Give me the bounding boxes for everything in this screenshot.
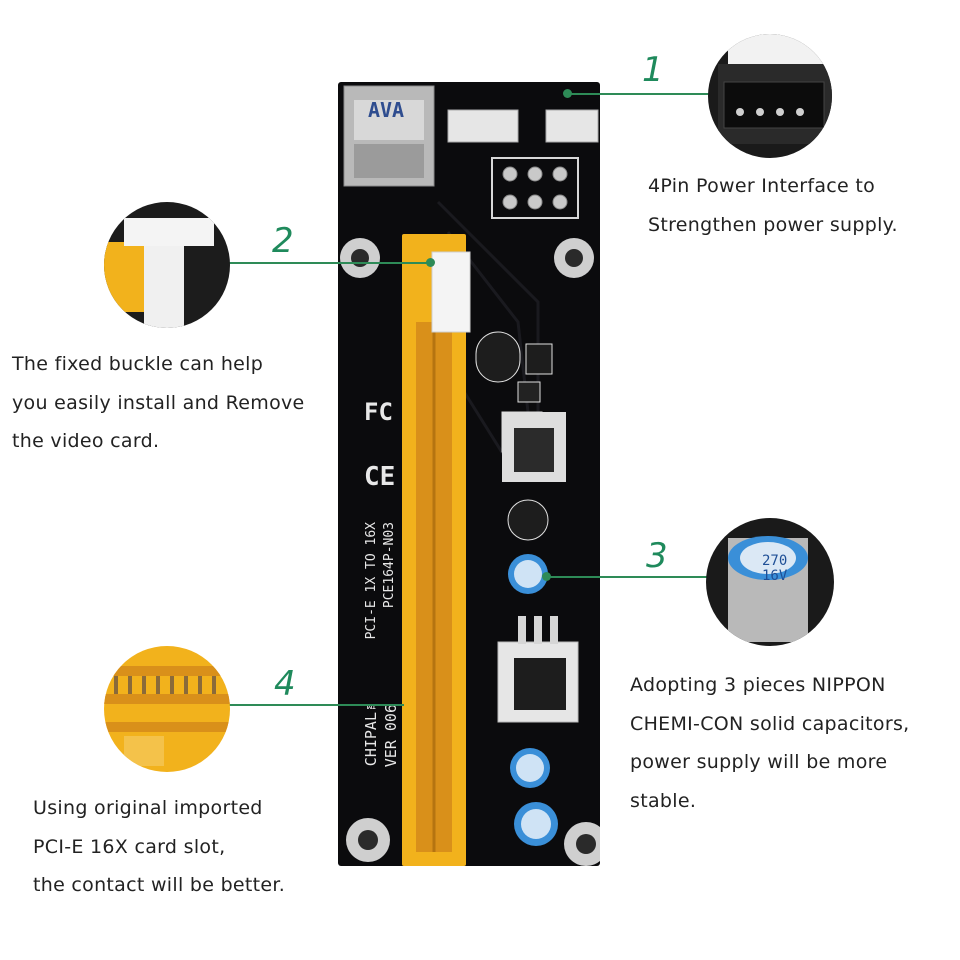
six-pin-header	[491, 157, 579, 219]
model-line-1: PCI-E 1X TO 16X	[364, 522, 379, 640]
capacitor-c9	[508, 554, 548, 594]
callout-3-line-3: power supply will be more	[630, 751, 888, 773]
callout-2-number: 2	[272, 221, 294, 261]
model-line-2: PCE164P-N03	[382, 522, 397, 609]
callout-4-number: 4	[274, 664, 296, 704]
callout-2-line	[228, 262, 430, 264]
mount-hole-top-left	[340, 238, 380, 278]
usb-logo: AVA	[367, 98, 405, 122]
callout-1-line	[568, 93, 710, 95]
riser-board: AVA FC CE PCI-E 1X TO 16X PCE164P-N03 CH…	[338, 82, 608, 866]
callout-4-line-1: Using original imported	[33, 797, 263, 819]
callout-4-zoom-image	[104, 646, 230, 772]
callout-2-line-2: you easily install and Remove	[12, 391, 305, 414]
callout-2-zoom-image	[104, 202, 230, 328]
capacitor-c8	[510, 748, 550, 788]
callout-2-line-1: The fixed buckle can help	[12, 353, 264, 375]
mount-hole-bottom-right	[564, 822, 608, 866]
pcie-16x-slot	[402, 234, 466, 866]
callout-4-line-2: PCI-E 16X card slot,	[33, 835, 226, 858]
callout-2-line-3: the video card.	[12, 430, 160, 452]
callout-3-line-2: CHEMI-CON solid capacitors,	[630, 712, 910, 735]
callout-1-line-1: 4Pin Power Interface to	[648, 175, 876, 197]
callout-1-zoom-image	[708, 34, 832, 158]
callout-3-line-1: Adopting 3 pieces NIPPON	[630, 674, 886, 696]
callout-2-dot	[426, 258, 435, 267]
capacitor-bottom	[514, 802, 558, 846]
callout-3-number: 3	[646, 536, 668, 576]
callout-4-caption: Using original imported PCI-E 16X card s…	[33, 789, 285, 905]
callout-4-line-3: the contact will be better.	[33, 874, 286, 896]
molex-pads	[447, 109, 519, 143]
callout-1-dot	[563, 89, 572, 98]
mount-hole-bottom-left	[346, 818, 390, 862]
callout-1-caption: 4Pin Power Interface to Strengthen power…	[648, 167, 898, 244]
callout-3-zoom-image: 270 16V	[706, 518, 834, 646]
riser-board-graphic	[340, 85, 608, 866]
version-mark: VER 006	[382, 704, 400, 768]
capacitor-marking-line1: 270	[762, 553, 788, 569]
mount-hole-top-right	[554, 238, 594, 278]
callout-2-caption: The fixed buckle can help you easily ins…	[12, 345, 305, 461]
callout-3-caption: Adopting 3 pieces NIPPON CHEMI-CON solid…	[630, 666, 910, 820]
fixed-buckle	[431, 251, 471, 333]
ce-mark: CE	[364, 462, 396, 492]
callout-3-line-4: stable.	[630, 789, 697, 812]
callout-3-line	[547, 576, 712, 578]
callout-1-line-2: Strengthen power supply.	[648, 213, 898, 236]
callout-3-dot	[542, 572, 551, 581]
capacitor-marking-line2: 16V	[762, 568, 788, 584]
callout-1-number: 1	[642, 50, 664, 90]
callout-4-line	[228, 704, 404, 706]
fc-mark: FC	[364, 398, 393, 426]
capacitor-marking: 270 16V	[762, 554, 787, 584]
